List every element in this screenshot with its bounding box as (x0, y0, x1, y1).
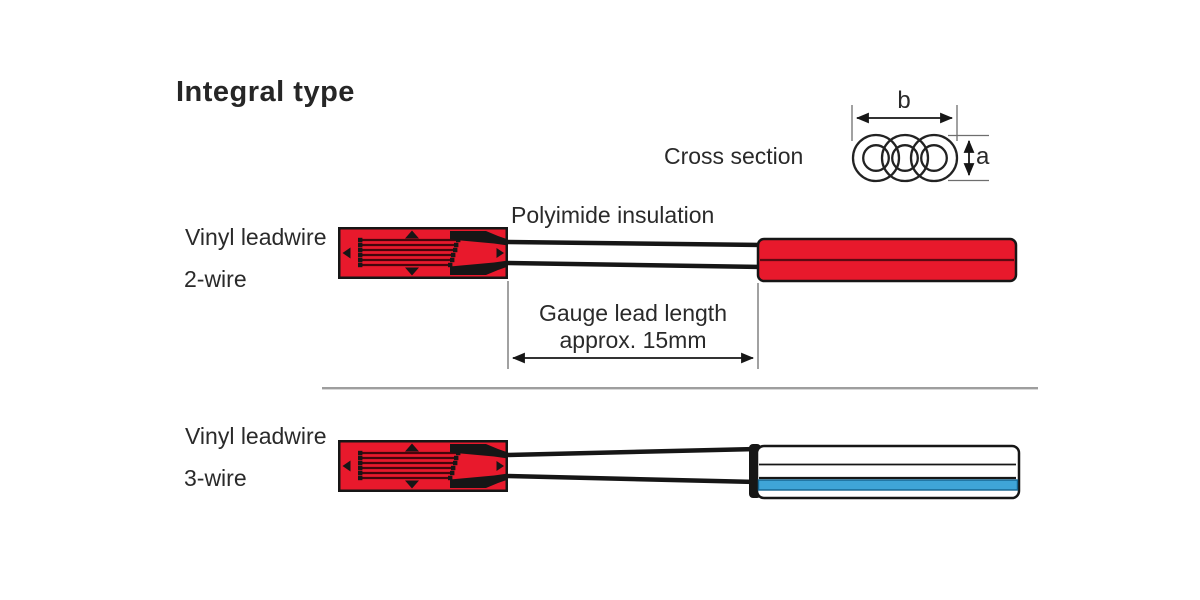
strain-gauge-3wire (338, 440, 510, 492)
dimension-b-label: b (897, 87, 911, 114)
leadwires-3wire (505, 446, 758, 485)
polyimide-insulation-label: Polyimide insulation (511, 202, 715, 228)
cable-cross-section-circles (851, 133, 959, 183)
three-wire-assembly (338, 440, 1021, 500)
height-dimension-a (948, 134, 989, 182)
cross-section-drawing (851, 105, 989, 183)
strain-gauge-2wire (338, 227, 510, 279)
lead-length-dimension (507, 281, 759, 369)
blue-identification-stripe (757, 479, 1019, 491)
wire-count-label-2wire: 2-wire (184, 266, 247, 292)
dimension-a-label: a (976, 143, 990, 170)
gauge-lead-length-annotation: Gauge lead length approx. 15mm (508, 300, 758, 354)
two-wire-assembly (338, 227, 1018, 369)
vinyl-leadwire-label-3wire: Vinyl leadwire (185, 423, 327, 449)
wire-count-label-3wire: 3-wire (184, 465, 247, 491)
vinyl-cable-2wire (756, 237, 1018, 283)
vinyl-leadwire-label-2wire: Vinyl leadwire (185, 224, 327, 250)
gauge-lead-length-line2: approx. 15mm (559, 327, 707, 353)
section-divider (322, 387, 1038, 390)
vinyl-cable-3wire (749, 444, 1021, 500)
gauge-lead-length-line1: Gauge lead length (539, 300, 727, 326)
leadwires-2wire (505, 239, 764, 270)
page-title: Integral type (176, 76, 355, 108)
cross-section-label: Cross section (664, 143, 804, 169)
